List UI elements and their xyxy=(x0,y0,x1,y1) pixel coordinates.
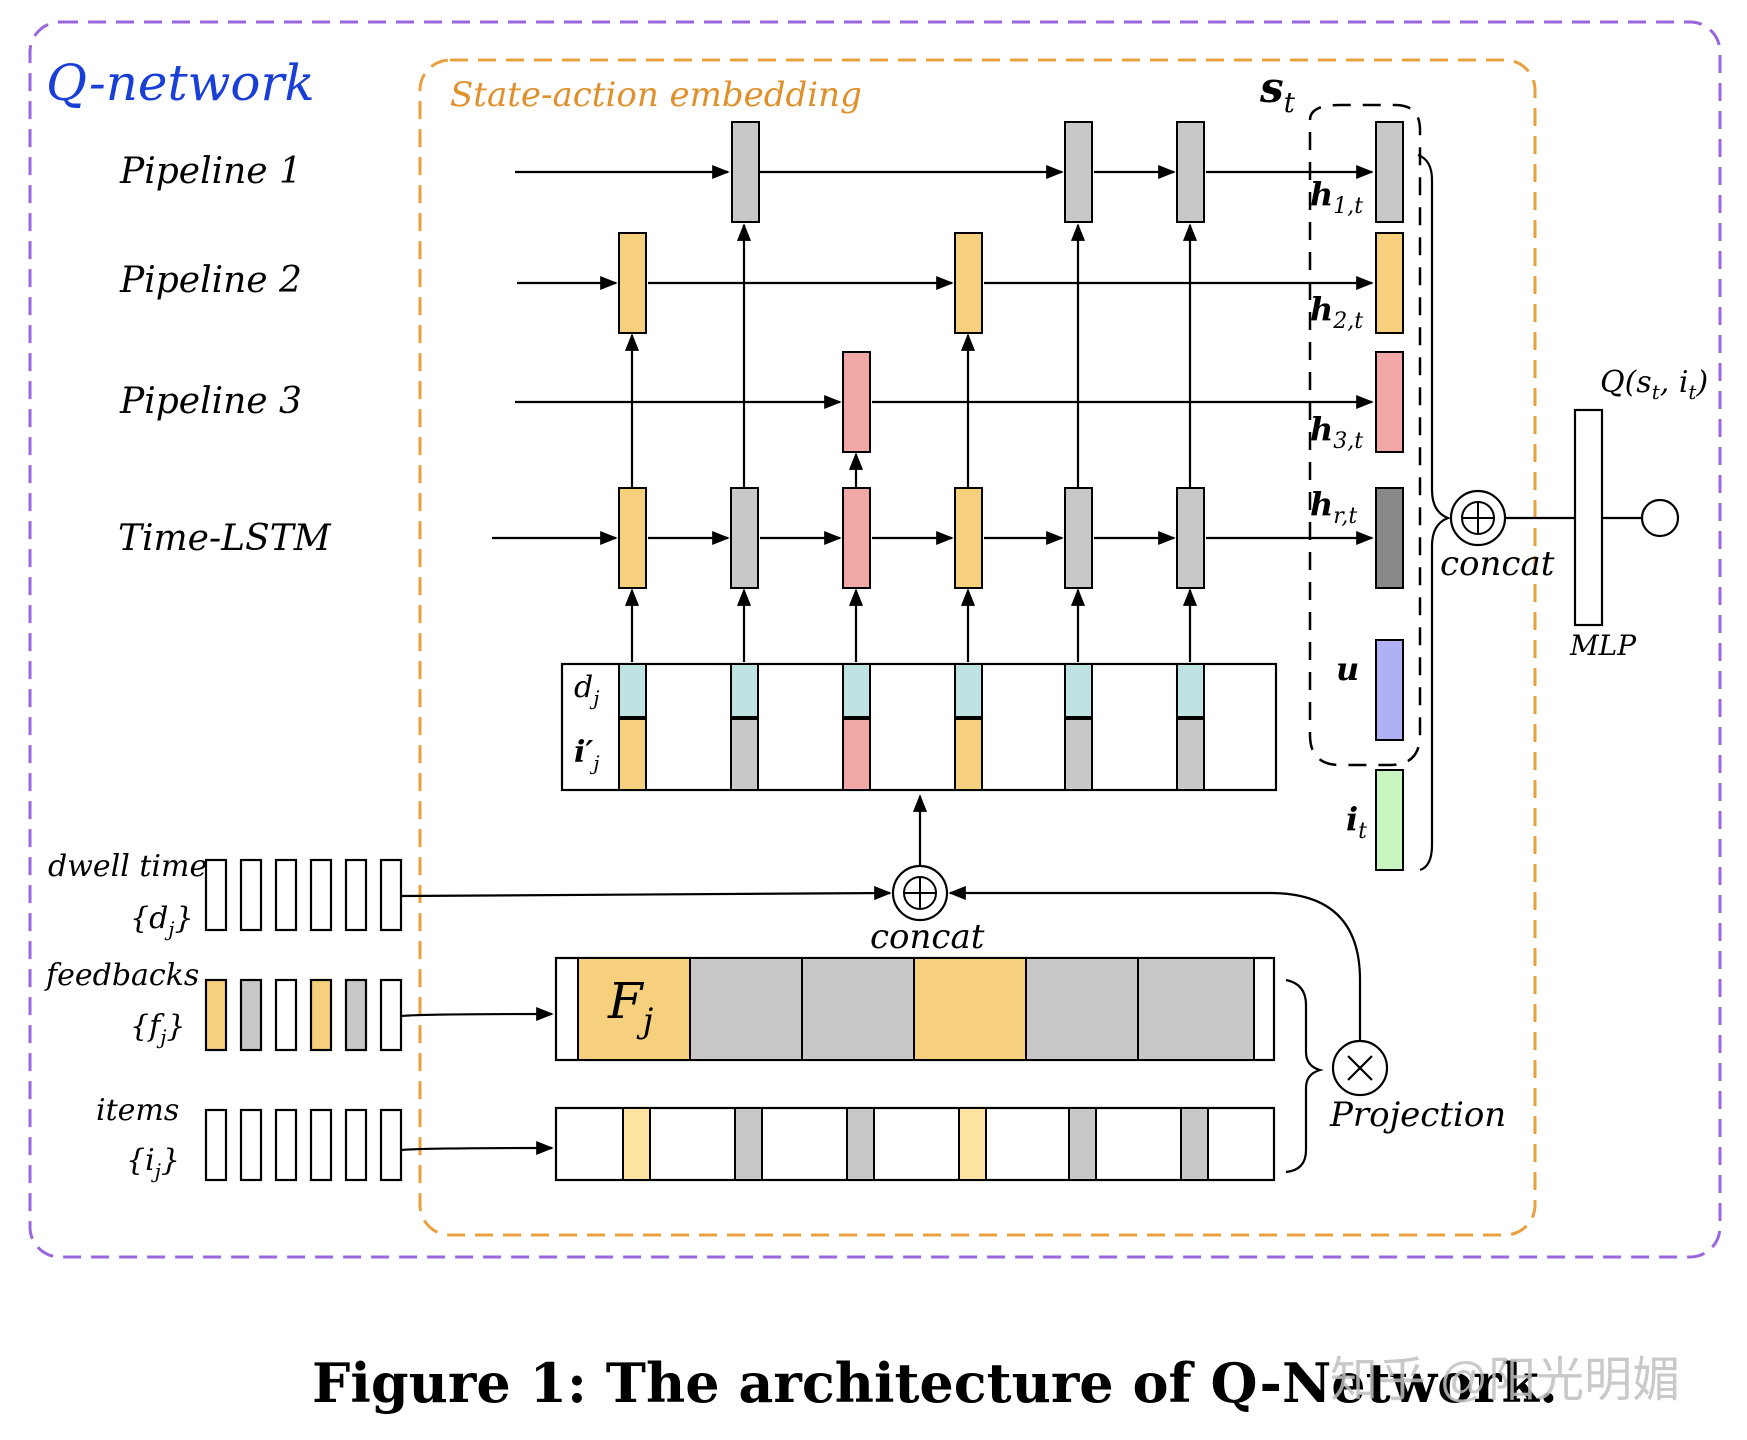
items-row xyxy=(554,1106,1276,1182)
projection-label: Projection xyxy=(1329,1095,1506,1135)
hrt-label: hr,t xyxy=(1310,485,1357,529)
it-label: it xyxy=(1346,800,1367,844)
lstm-cell xyxy=(618,487,647,589)
dwell-to-concat-link xyxy=(401,886,892,901)
mlp-block xyxy=(1573,408,1604,627)
lstm-cell xyxy=(730,487,759,589)
pipeline-1-cell xyxy=(731,121,760,223)
state-brace xyxy=(1417,153,1452,872)
q-output-label: Q(st, it) xyxy=(1600,365,1708,404)
h2t-vector xyxy=(1375,232,1404,334)
lstm-cell xyxy=(954,487,983,589)
ij-prime-cells xyxy=(618,718,1205,791)
pipeline-3-cell xyxy=(842,351,871,453)
feedbacks-label: feedbacks xyxy=(44,958,199,993)
dwell-set-label: {dj} xyxy=(130,901,194,941)
ij-prime-label: i′j xyxy=(574,735,600,775)
dj-cells xyxy=(618,663,1205,718)
lstm-to-pipeline-links xyxy=(624,223,1198,488)
it-vector xyxy=(1375,769,1404,871)
h2t-label: h2,t xyxy=(1310,290,1363,334)
items-set-label: {ij} xyxy=(126,1143,180,1183)
projection-brace xyxy=(1285,978,1324,1174)
feedback-matrix-cells xyxy=(577,957,1255,1061)
items-to-row-link xyxy=(401,1140,554,1156)
time-lstm-label: Time-LSTM xyxy=(118,518,332,559)
pipeline-2-cell xyxy=(954,232,983,334)
q-network-border xyxy=(28,20,1722,1259)
state-label: st xyxy=(1259,63,1296,119)
items-row-cells xyxy=(622,1107,1209,1181)
lstm-cell xyxy=(842,487,871,589)
items-label: items xyxy=(96,1093,179,1128)
lstm-cell xyxy=(1176,487,1205,589)
mlp-label: MLP xyxy=(1569,629,1637,662)
projection-to-concat-link xyxy=(948,885,1362,1041)
figure-caption: Figure 1: The architecture of Q-Network. xyxy=(312,1351,1558,1415)
input-matrix xyxy=(560,662,1278,792)
dj-label: dj xyxy=(574,670,599,710)
pipeline-2-cell xyxy=(618,232,647,334)
pipeline-1-cell xyxy=(1176,121,1205,223)
pipeline-3-label: Pipeline 3 xyxy=(119,381,302,422)
dwell-time-label: dwell time xyxy=(48,849,207,884)
h1t-label: h1,t xyxy=(1310,175,1363,219)
h3t-vector xyxy=(1375,351,1404,453)
embedding-title: State-action embedding xyxy=(450,75,862,115)
concat-top-label: concat xyxy=(1440,544,1555,584)
input-to-lstm-links xyxy=(624,588,1198,662)
dwell-time-boxes xyxy=(204,858,403,932)
lstm-cell xyxy=(1064,487,1093,589)
concat-bottom-label: concat xyxy=(870,917,985,957)
feedback-boxes xyxy=(204,978,403,1052)
q-output-node xyxy=(1640,498,1680,538)
embedding-border xyxy=(418,58,1537,1237)
feedbacks-set-label: {fj} xyxy=(130,1009,186,1049)
u-label: u xyxy=(1336,650,1359,688)
u-vector xyxy=(1375,639,1404,741)
pipeline-2-label: Pipeline 2 xyxy=(119,260,302,301)
pipeline-1-label: Pipeline 1 xyxy=(119,151,302,192)
h1t-vector xyxy=(1375,121,1404,223)
pipeline-1-cell xyxy=(1064,121,1093,223)
watermark: 知乎 @阳光明媚 xyxy=(1330,1354,1680,1407)
feedback-to-matrix-link xyxy=(401,1006,554,1022)
hrt-vector xyxy=(1375,487,1404,589)
items-boxes xyxy=(204,1108,403,1182)
q-network-title: Q-network xyxy=(46,54,315,112)
state-box xyxy=(1308,103,1422,767)
h3t-label: h3,t xyxy=(1310,410,1363,454)
